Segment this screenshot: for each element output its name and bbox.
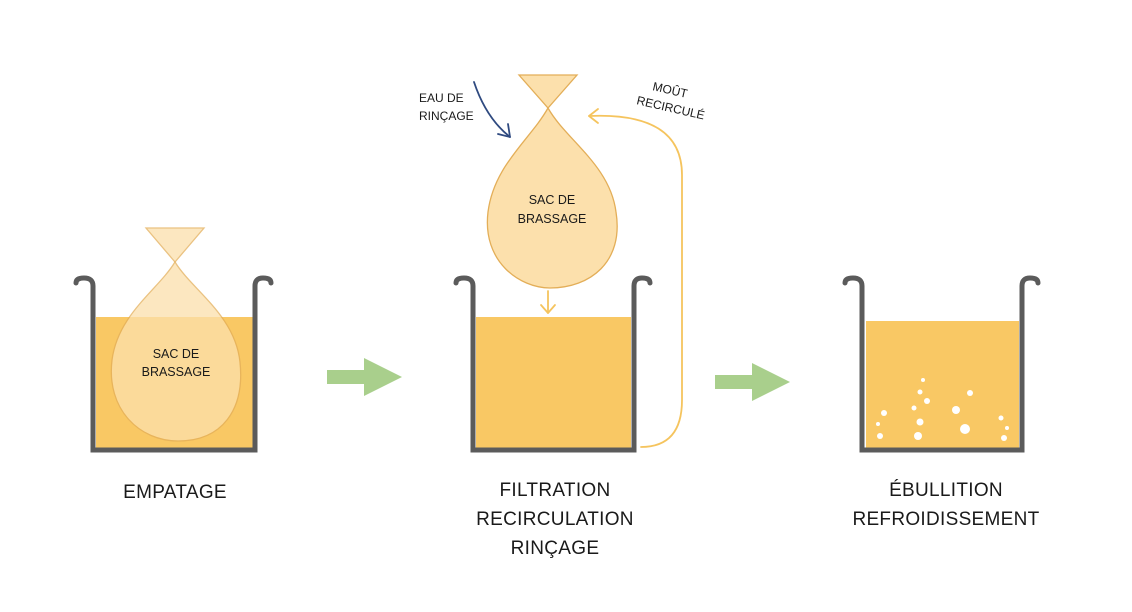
step-1-label-line-1: EMPATAGE (123, 482, 227, 503)
boil-bubbles (876, 378, 1009, 441)
step-ebullition: ÉBULLITION REFROIDISSEMENT (842, 275, 1041, 530)
step-2-label-line-3: RINÇAGE (511, 538, 600, 559)
pot-2-bag-label-line-2: BRASSAGE (518, 212, 587, 226)
step-arrow-1 (327, 358, 402, 396)
rinse-water-label-line-1: EAU DE (419, 91, 464, 105)
pot-2-bag (486, 74, 618, 289)
pot-1-bag (110, 227, 242, 442)
drip-arrow (540, 290, 556, 314)
step-2-label-line-1: FILTRATION (499, 480, 610, 501)
step-3-label-line-1: ÉBULLITION (889, 480, 1003, 501)
step-empatage: SAC DE BRASSAGE EMPATAGE (73, 227, 274, 503)
pot-2 (453, 275, 653, 453)
recirculated-wort-arrow (588, 108, 683, 448)
pot-1-bag-label-line-2: BRASSAGE (142, 365, 211, 379)
pot-1-bag-label-line-1: SAC DE (153, 347, 200, 361)
pot-3-wort (866, 321, 1019, 449)
step-arrow-2 (715, 363, 790, 401)
pot-3 (842, 275, 1041, 453)
rinse-water-label-line-2: RINÇAGE (419, 109, 474, 123)
step-2-label-line-2: RECIRCULATION (476, 509, 634, 530)
rinse-water-arrow (473, 81, 511, 138)
pot-2-bag-label-line-1: SAC DE (529, 193, 576, 207)
step-3-label-line-2: REFROIDISSEMENT (852, 509, 1039, 530)
pot-2-wort (476, 317, 631, 449)
pot-1 (73, 275, 274, 453)
step-filtration: SAC DE BRASSAGE EAU DE RINÇAGE MOÛT RECI… (419, 74, 706, 559)
